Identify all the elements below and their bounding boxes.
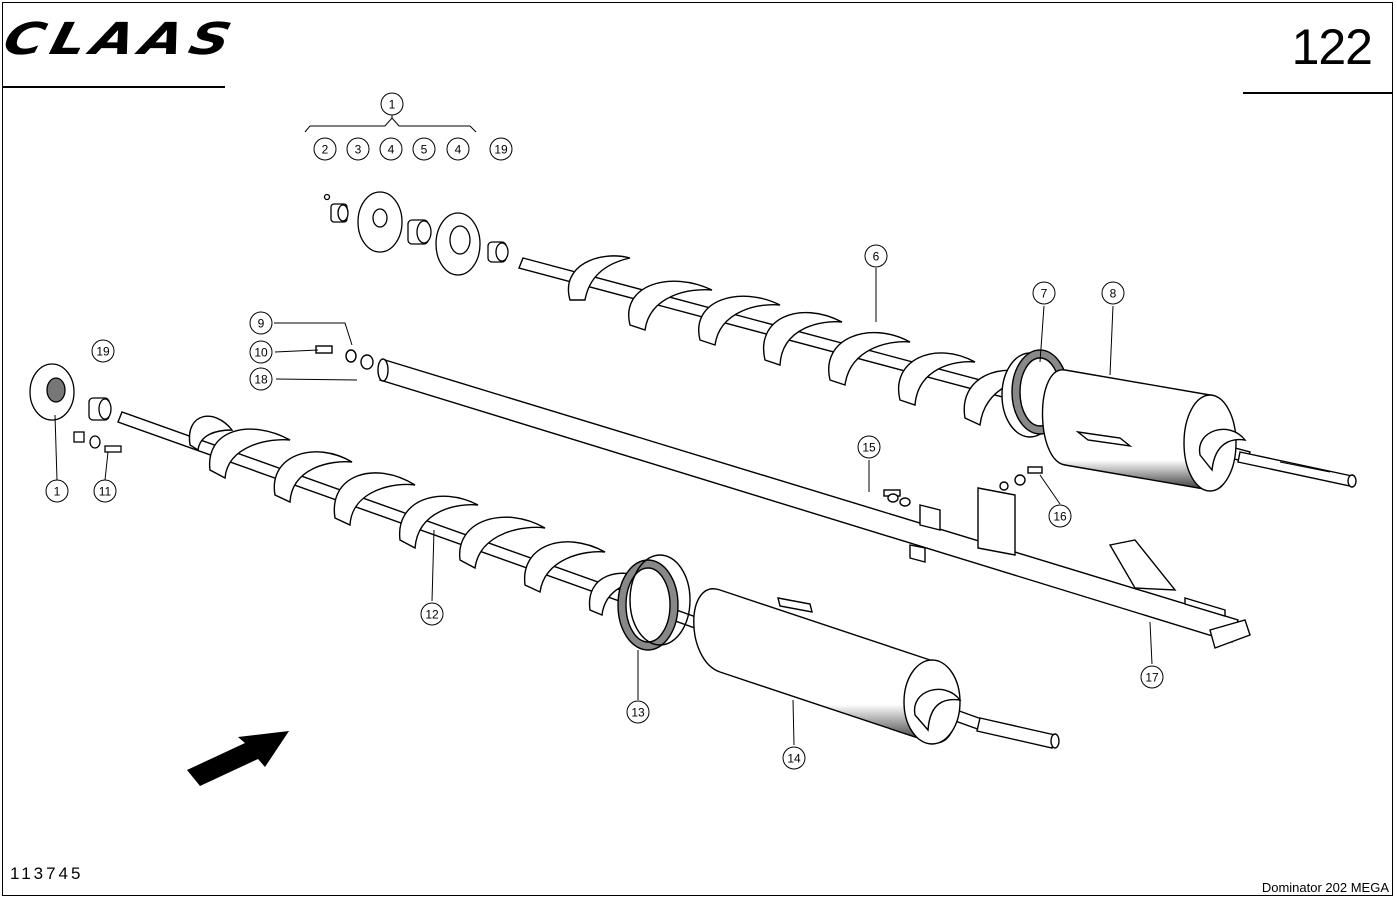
callout-circle	[380, 92, 404, 116]
callout-label: 17	[1145, 671, 1159, 685]
callout-6: 6	[864, 244, 888, 268]
callout-circle	[626, 700, 650, 724]
callout-label: 3	[355, 143, 362, 157]
header-rule-right	[1243, 92, 1393, 94]
callout-1: 1	[380, 92, 404, 116]
callout-3: 3	[346, 137, 370, 161]
callout-4: 4	[379, 137, 403, 161]
callout-18: 18	[249, 367, 273, 391]
callout-12: 12	[420, 602, 444, 626]
callout-label: 4	[388, 143, 395, 157]
callout-label: 8	[1110, 287, 1117, 301]
callout-label: 13	[631, 706, 645, 720]
callout-label: 14	[787, 752, 801, 766]
callout-circle	[379, 137, 403, 161]
callout-circle	[1032, 281, 1056, 305]
callout-label: 12	[425, 608, 439, 622]
callout-label: 7	[1041, 287, 1048, 301]
leader-lines	[54, 114, 1153, 746]
callout-17: 17	[1140, 665, 1164, 689]
callout-7: 7	[1032, 281, 1056, 305]
callout-label: 11	[99, 485, 112, 499]
lower-bearing-parts	[29, 363, 122, 453]
callout-label: 1	[389, 98, 396, 112]
callout-circle	[313, 137, 337, 161]
callout-9: 9	[249, 311, 273, 335]
callout-circle	[857, 435, 881, 459]
arrow-icon	[187, 731, 289, 786]
callout-5: 5	[412, 137, 436, 161]
callout-label: 10	[254, 346, 268, 360]
callout-circle	[1140, 665, 1164, 689]
callout-circle	[1101, 281, 1125, 305]
callout-4: 4	[446, 137, 470, 161]
callout-10: 10	[249, 340, 273, 364]
callout-circle	[93, 479, 117, 503]
callout-19: 19	[91, 339, 115, 363]
callout-13: 13	[626, 700, 650, 724]
model-label: Dominator 202 MEGA	[1261, 880, 1389, 895]
callout-label: 4	[455, 143, 462, 157]
callout-circle	[446, 137, 470, 161]
callout-19: 19	[489, 137, 513, 161]
callout-label: 16	[1053, 510, 1067, 524]
callout-circle	[249, 340, 273, 364]
callout-label: 6	[873, 250, 880, 264]
page-number: 122	[1291, 19, 1373, 75]
callout-label: 18	[254, 373, 268, 387]
auger-ring-13	[617, 554, 691, 651]
callout-circle	[412, 137, 436, 161]
callout-circle	[45, 479, 69, 503]
support-tube	[315, 345, 1251, 649]
callout-label: 19	[494, 143, 508, 157]
callout-label: 19	[96, 345, 110, 359]
callout-circle	[91, 339, 115, 363]
callout-circle	[1048, 504, 1072, 528]
drawing-number: 113745	[10, 864, 84, 883]
callout-circle	[489, 137, 513, 161]
callout-14: 14	[782, 746, 806, 770]
callout-circle	[420, 602, 444, 626]
lower-auger	[117, 411, 1060, 749]
callout-2: 2	[313, 137, 337, 161]
callout-label: 9	[258, 317, 265, 331]
callout-circle	[782, 746, 806, 770]
callout-1: 1	[45, 479, 69, 503]
auger-drum-8	[1041, 369, 1247, 492]
callout-8: 8	[1101, 281, 1125, 305]
callout-label: 1	[54, 485, 61, 499]
upper-auger	[518, 255, 1357, 492]
callout-15: 15	[857, 435, 881, 459]
callout-label: 15	[862, 441, 876, 455]
callout-circle	[249, 367, 273, 391]
callout-16: 16	[1048, 504, 1072, 528]
callout-label: 2	[322, 143, 329, 157]
callout-circle	[864, 244, 888, 268]
callout-circle	[249, 311, 273, 335]
callout-circle	[346, 137, 370, 161]
auger-drum-14	[693, 588, 962, 745]
callout-label: 5	[421, 143, 428, 157]
callout-11: 11	[93, 479, 117, 503]
upper-bearing-parts	[323, 191, 509, 276]
header-rule-left	[3, 86, 225, 88]
